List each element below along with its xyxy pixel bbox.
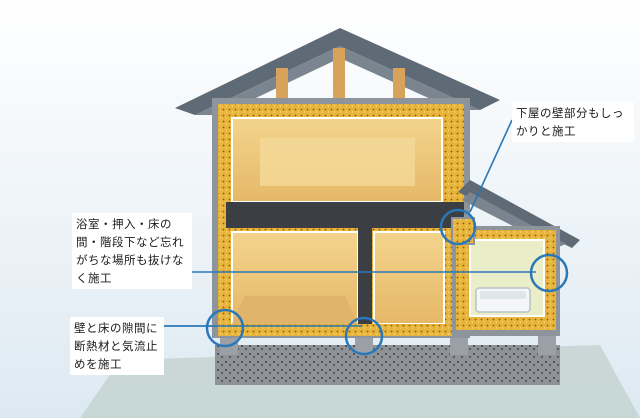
upper-room-back-wall (260, 138, 415, 186)
callout-leaders (158, 119, 536, 327)
callout-hidden-places: 浴室・押入・床の間・階段下など忘れがちな場所も抜けなく施工 (72, 213, 192, 289)
foundation-pier (538, 330, 556, 355)
lower-right-room (373, 231, 445, 325)
callout-annex-wall: 下屋の壁部分もしっかりと施工 (512, 102, 634, 142)
callout-wall-floor-gap: 壁と床の隙間に断熱材と気流止めを施工 (70, 317, 164, 375)
foundation-pier (355, 335, 373, 355)
highlight-floor-left (205, 308, 245, 348)
interior-wall (358, 228, 372, 326)
floor-insulation (218, 324, 464, 334)
foundation-gravel (215, 345, 560, 385)
highlight-annex-joint (439, 208, 477, 246)
highlight-floor-center (344, 316, 384, 356)
highlight-bath-wall (529, 253, 569, 293)
annex-floor-insulation (456, 318, 556, 328)
foundation-pier (450, 335, 468, 355)
floor-beam (226, 202, 464, 228)
lower-left-floor (232, 296, 358, 324)
bathtub-icon (475, 287, 531, 313)
main-roof (175, 28, 500, 115)
highlight-circles (205, 208, 569, 356)
